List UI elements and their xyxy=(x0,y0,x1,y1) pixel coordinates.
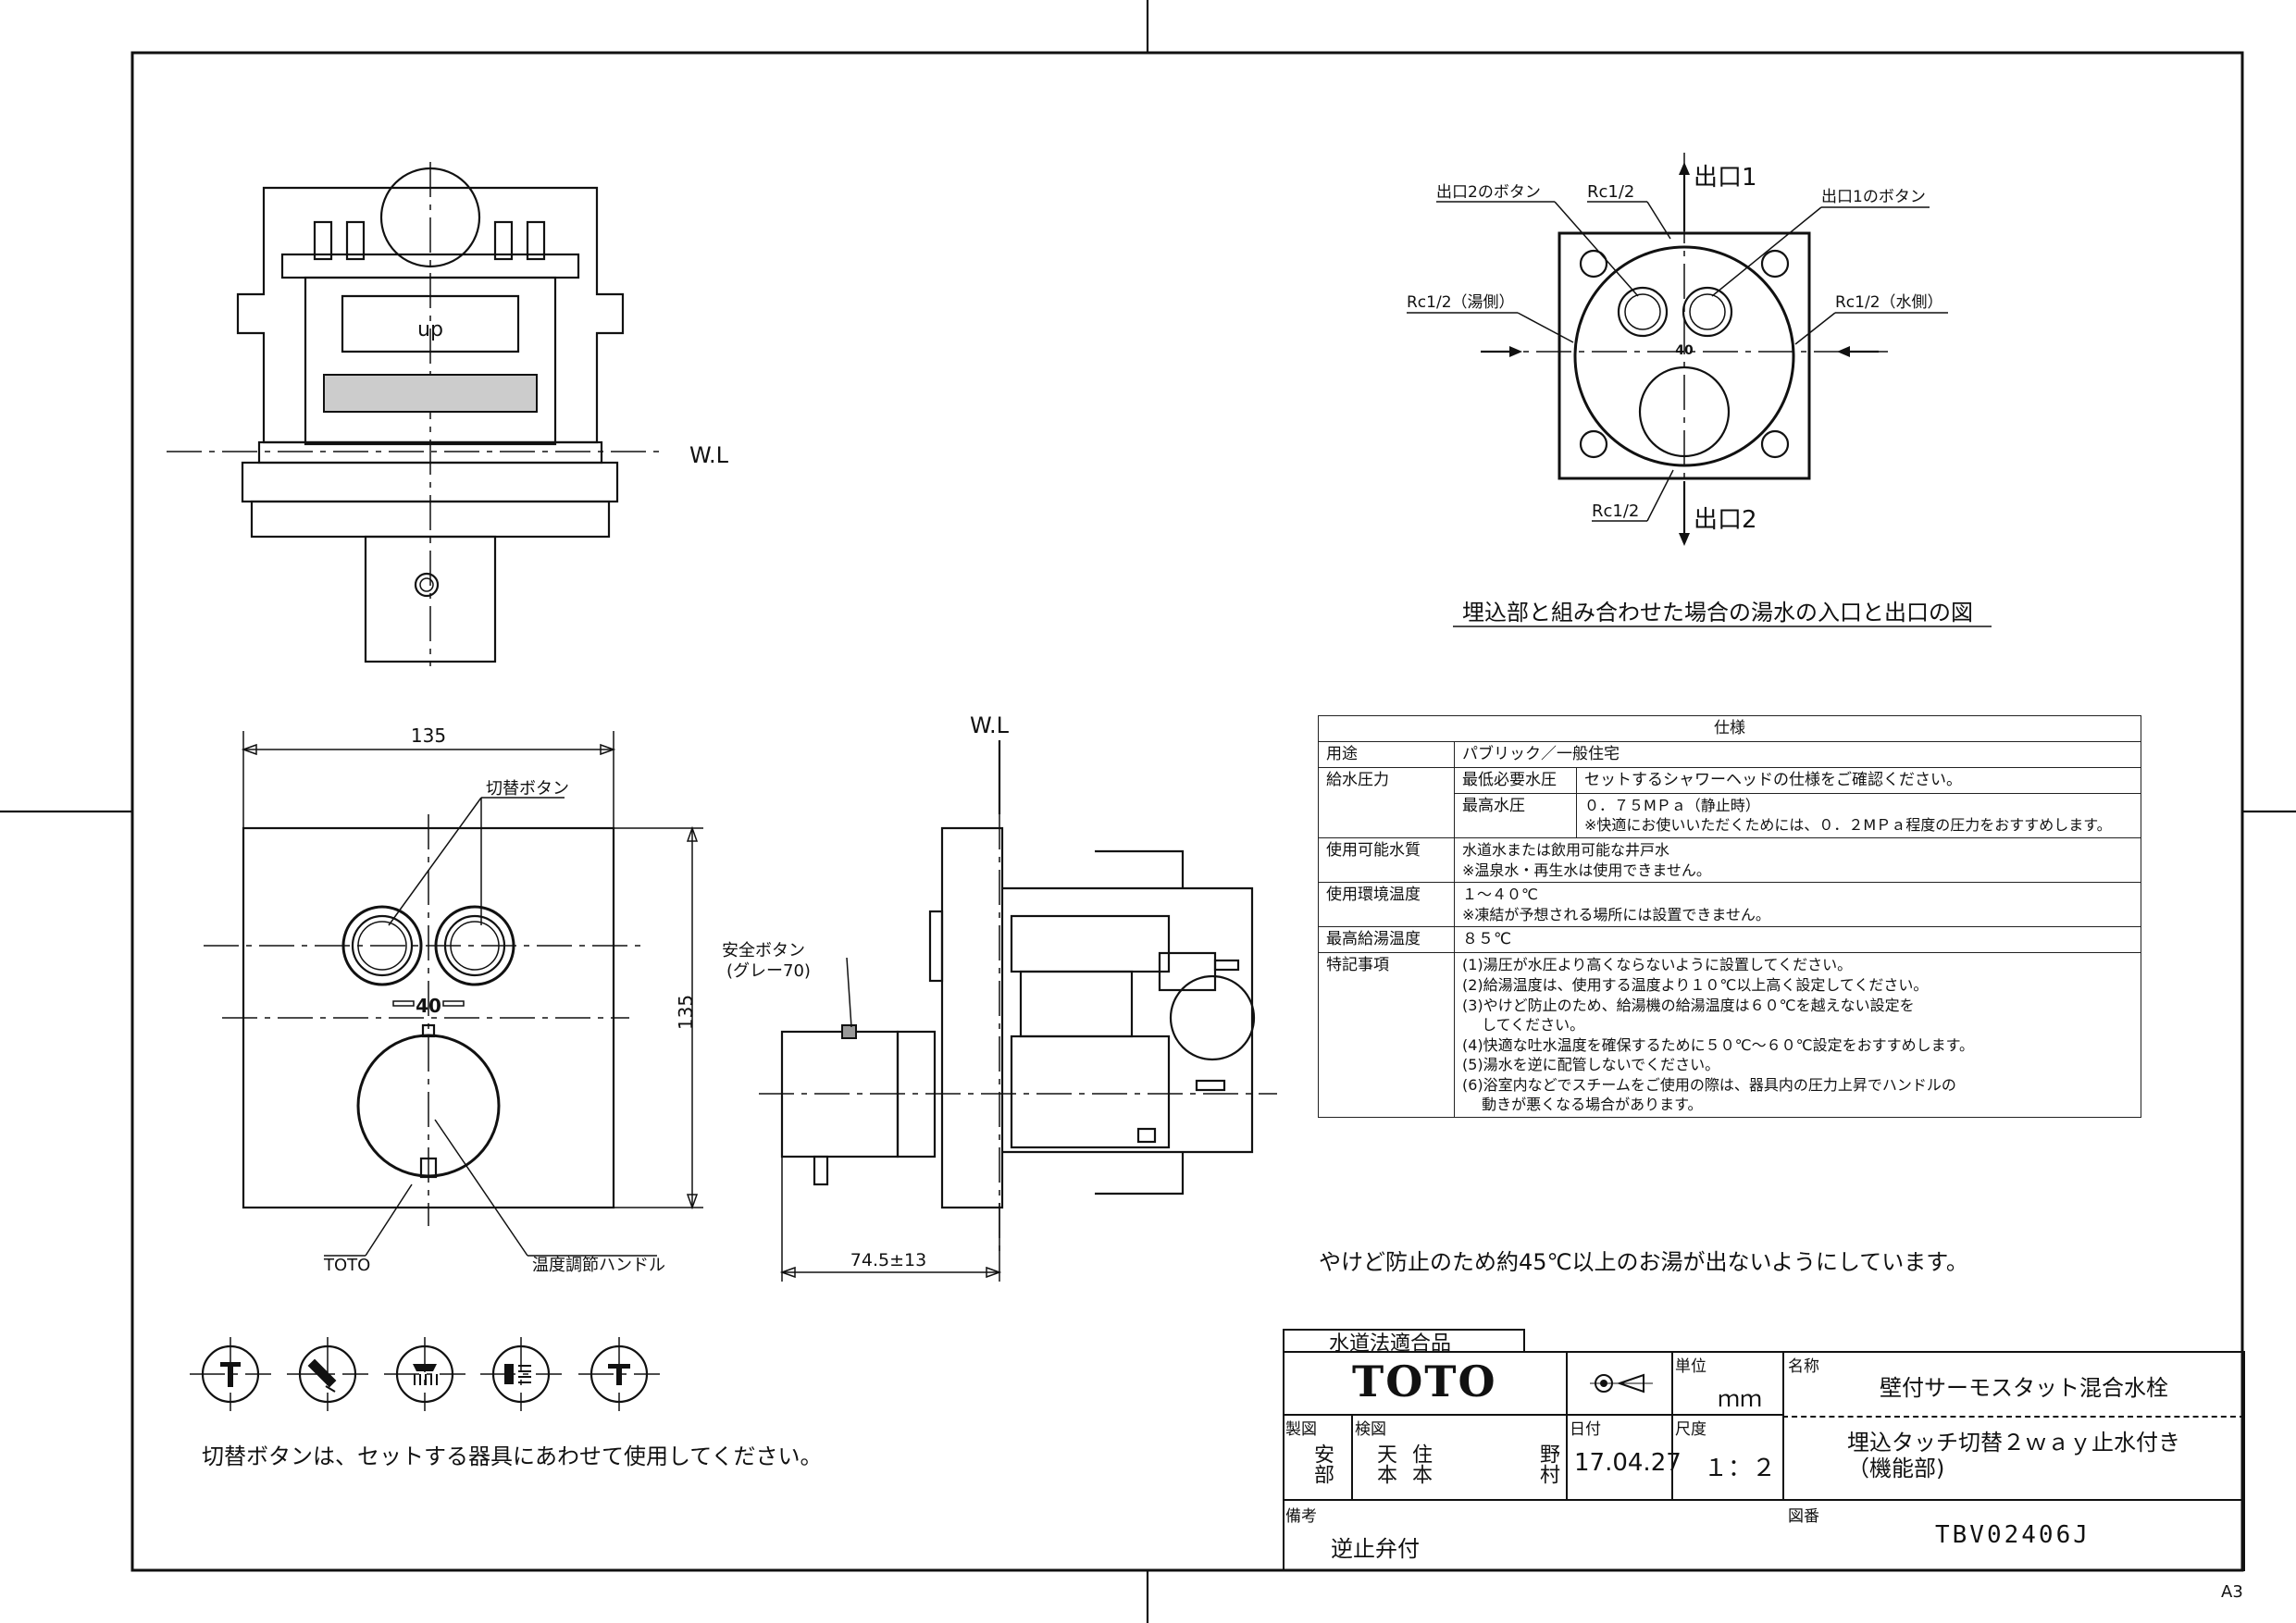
outlet1-label: 出口1 xyxy=(1694,164,1757,192)
safety-button-color: (グレー70) xyxy=(726,961,811,981)
made-label: 製図 xyxy=(1285,1420,1317,1439)
usage-icons xyxy=(190,1337,660,1411)
spec-water-quality-note: ※温泉水・再生水は使用できません。 xyxy=(1462,861,1711,879)
date-label: 日付 xyxy=(1570,1420,1601,1439)
side-view: W.L 安全ボタン (グレー70) 74.5±13 xyxy=(722,712,1277,1282)
side-wl-label: W.L xyxy=(970,712,1010,738)
front-wl-label: W.L xyxy=(689,442,729,468)
name-value: 壁付サーモスタット混合水栓 xyxy=(1880,1375,2168,1401)
checked-value-1: 天本 xyxy=(1373,1443,1396,1484)
spec-max-hot-label: 最高給湯温度 xyxy=(1318,926,1455,954)
outlet2-button-label: 出口2のボタン xyxy=(1436,183,1541,202)
checked-value-3: 野村 xyxy=(1536,1443,1559,1484)
body-shower-icon xyxy=(480,1337,562,1411)
subname-value: 埋込タッチ切替２ｗａｙ止水付き（機能部) xyxy=(1847,1430,2180,1481)
spec-note: してください。 xyxy=(1462,1016,1585,1035)
rc-bottom-label: Rc1/2 xyxy=(1592,502,1639,521)
checked-label: 検図 xyxy=(1355,1420,1386,1439)
spec-note: (4)快適な吐水温度を確保するために５０℃～６０℃設定をおすすめします。 xyxy=(1462,1035,1975,1054)
spec-water-quality-label: 使用可能水質 xyxy=(1318,836,1455,884)
spec-notes-label: 特記事項 xyxy=(1318,952,1455,1119)
switch-button-label: 切替ボタン xyxy=(486,779,569,799)
sheet-size: A3 xyxy=(2221,1582,2243,1602)
handshower-icon xyxy=(287,1337,368,1411)
spec-min-pressure-value: セットするシャワーヘッドの仕様をご確認ください。 xyxy=(1576,766,2141,794)
safety-button-label: 安全ボタン xyxy=(722,941,805,960)
faceplate-view: 135 135 切替ボタン 40 温度調節ハンドル TOTO xyxy=(204,725,703,1275)
spec-max-hot-value: ８５℃ xyxy=(1454,926,2141,954)
title-block: 水道法適合品 TOTO 単位 ｍｍ 名称 壁付サーモスタット混合水栓 埋込タッチ… xyxy=(1283,1329,2245,1571)
date-value: 17.04.27 xyxy=(1574,1449,1682,1477)
switch-note: 切替ボタンは、セットする器具にあわせて使用してください。 xyxy=(202,1443,823,1469)
spec-note: (6)浴室内などでスチームをご使用の際は、器具内の圧力上昇でハンドルの xyxy=(1462,1075,1956,1094)
outlet-temp-mark: 40 xyxy=(1675,343,1694,358)
spec-note: (5)湯水を逆に配管しないでください。 xyxy=(1462,1056,1720,1074)
spec-water-quality-value: 水道水または飲用可能な井戸水 xyxy=(1462,841,1670,859)
unit-value: ｍｍ xyxy=(1718,1386,1762,1412)
rc-cold-label: Rc1/2（水側） xyxy=(1835,293,1943,312)
burn-note: やけど防止のため約45℃以上のお湯が出ないようにしています。 xyxy=(1319,1249,1968,1275)
checked-value-2: 住本 xyxy=(1409,1443,1432,1484)
scale-value: １：２ xyxy=(1704,1455,1777,1482)
spec-use-value: パブリック／一般住宅 xyxy=(1454,740,2141,768)
depth-dim: 74.5±13 xyxy=(850,1250,926,1270)
spec-title: 仕様 xyxy=(1318,715,2141,742)
spec-note: (3)やけど防止のため、給湯機の給湯温度は６０℃を越えない設定を xyxy=(1462,996,1915,1014)
overhead-shower-icon xyxy=(384,1337,465,1411)
drawing-no-label: 図番 xyxy=(1788,1507,1819,1526)
faucet-icon xyxy=(190,1337,271,1411)
spout-icon xyxy=(578,1337,660,1411)
scale-label: 尺度 xyxy=(1675,1420,1706,1439)
rc-hot-label: Rc1/2（湯側） xyxy=(1407,293,1515,312)
inlet-outlet-view: 40 出口1 出口2 出口2のボタン Rc1/2 出口1のボタン Rc1/2（湯… xyxy=(1407,153,1992,627)
spec-table: 仕様 用途 パブリック／一般住宅 給水圧力 最低必要水圧 セットするシャワーヘッ… xyxy=(1318,715,2141,1119)
spec-note: (2)給湯温度は、使用する温度より１０℃以上高く設定してください。 xyxy=(1462,975,1929,994)
name-label: 名称 xyxy=(1788,1357,1819,1376)
spec-env-temp-label: 使用環境温度 xyxy=(1318,882,1455,928)
spec-max-pressure-value: ０．７５MＰａ（静止時） xyxy=(1584,796,1760,814)
spec-env-temp-note: ※凍結が予想される場所には設置できません。 xyxy=(1462,905,1770,923)
outlet2-label: 出口2 xyxy=(1694,506,1757,534)
unit-label: 単位 xyxy=(1675,1357,1706,1376)
faceplate-temp-mark: 40 xyxy=(416,995,441,1017)
projection-symbol-icon xyxy=(1590,1373,1653,1394)
brand-logo: TOTO xyxy=(1352,1357,1497,1406)
spec-env-temp-value: １～４０℃ xyxy=(1462,886,1538,904)
drawing-no-value: TBV02406J xyxy=(1935,1521,2091,1549)
spec-note: (1)湯圧が水圧より高くならないように設置してください。 xyxy=(1462,956,1853,974)
made-value: 安部 xyxy=(1310,1443,1334,1484)
spec-use-label: 用途 xyxy=(1318,740,1455,768)
spec-min-pressure-label: 最低必要水圧 xyxy=(1454,766,1577,794)
spec-max-pressure-note: ※快適にお使いいただくためには、０．２MＰａ程度の圧力をおすすめします。 xyxy=(1584,816,2112,835)
remarks-value: 逆止弁付 xyxy=(1331,1536,1420,1562)
spec-max-pressure-label: 最高水圧 xyxy=(1454,792,1577,839)
inlet-outlet-caption: 埋込部と組み合わせた場合の湯水の入口と出口の図 xyxy=(1462,600,1973,626)
toto-label: TOTO xyxy=(323,1256,370,1275)
spec-note: 動きが悪くなる場合があります。 xyxy=(1462,1096,1703,1114)
height-dim: 135 xyxy=(675,995,697,1030)
outlet1-button-label: 出口1のボタン xyxy=(1821,188,1926,206)
remarks-label: 備考 xyxy=(1285,1507,1317,1526)
spec-pressure-label: 給水圧力 xyxy=(1318,766,1455,839)
rc-top-label: Rc1/2 xyxy=(1587,182,1634,202)
svg-text:dn: dn xyxy=(417,319,443,342)
front-view: dn W.L xyxy=(167,162,729,666)
handle-label: 温度調節ハンドル xyxy=(532,1256,665,1275)
width-dim: 135 xyxy=(411,725,446,747)
